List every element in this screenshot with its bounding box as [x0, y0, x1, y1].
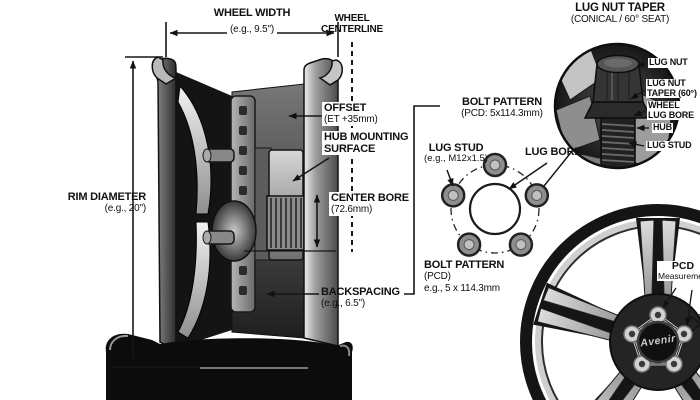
bolt-pattern-diagram [440, 152, 550, 257]
inset-zoom-leader-line [543, 149, 574, 187]
backspacing-example: (e.g., 6.5") [321, 298, 365, 309]
inset-lug-nut-label: LUG NUT [648, 57, 689, 68]
alloy-wheel-photo [520, 204, 700, 400]
inset-label-arrows [628, 61, 649, 148]
lug-stud-label: LUG STUD (e.g., M12x1.5) [410, 142, 502, 165]
hub-mounting-surface-label: HUB MOUNTING SURFACE [322, 131, 411, 155]
hub-center-bore [266, 195, 305, 251]
bolt-pattern-bottom-example: e.g., 5 x 114.3mm [424, 282, 500, 294]
offset-label: OFFSET (ET +35mm) [322, 102, 380, 126]
lug-nut-taper-subtitle: (CONICAL / 60° SEAT) [570, 14, 670, 25]
bolt-pattern-top-title: BOLT PATTERN [461, 96, 543, 108]
center-bore-label: CENTER BORE (72.6mm) [329, 192, 411, 216]
wheel-width-title: WHEEL WIDTH [213, 7, 291, 19]
lug-stud-title: LUG STUD [428, 142, 484, 154]
wheel-width-example: (e.g., 9.5") [227, 24, 277, 36]
rim-diameter-title: RIM DIAMETER [67, 191, 146, 203]
bolt-pattern-bottom-title: BOLT PATTERN [424, 259, 505, 271]
left-rim-flange [151, 56, 178, 85]
center-cap [636, 320, 680, 364]
center-bore-example: (72.6mm) [331, 204, 373, 215]
pcd-measurement-label: PCD Measurement [657, 261, 700, 281]
wheel-cross-section-illustration [105, 56, 353, 400]
lug-nut-taper-title: LUG NUT TAPER [575, 2, 665, 14]
offset-title: OFFSET [324, 102, 367, 114]
bolt-pattern-top-example: (PCD: 5x114.3mm) [461, 108, 543, 119]
pcd-measurement-arrows [662, 287, 700, 332]
pcd-measurement-subtitle: Measurement [658, 271, 700, 281]
center-bore-circle [468, 182, 522, 236]
bolt-pattern-top-label: BOLT PATTERN (PCD: 5x114.3mm) [427, 96, 577, 120]
lug-nut-taper-title-label: LUG NUT TAPER (CONICAL / 60° SEAT) [540, 2, 700, 26]
label-leader-arrows [244, 105, 440, 298]
inset-hub-label: HUB [652, 122, 673, 133]
backspacing-label: BACKSPACING (e.g., 6.5") [321, 286, 400, 310]
inset-wheel-lug-bore-label: WHEEL LUG BORE [647, 100, 695, 120]
pcd-circle [450, 164, 540, 254]
tire-cross-section [105, 333, 353, 400]
right-rim-flange [318, 59, 343, 86]
center-bore-title: CENTER BORE [331, 192, 409, 204]
inset-lug-stud-label: LUG STUD [646, 140, 693, 151]
cross-section-lug-studs [202, 148, 235, 245]
lug-stud-example: (e.g., M12x1.5) [424, 153, 488, 164]
bolt-pattern-bottom-pcd: (PCD) [424, 271, 451, 282]
bolt-pattern-bottom-label: BOLT PATTERN (PCD) e.g., 5 x 114.3mm [424, 259, 504, 294]
wheel-lug-holes [623, 306, 693, 373]
rim-diameter-example: (e.g., 20") [104, 203, 147, 214]
offset-example: (ET +35mm) [324, 114, 378, 125]
wheel-width-label: WHEEL WIDTH (e.g., 9.5") [182, 7, 322, 37]
lug-bore-label: LUG BORE [525, 146, 582, 158]
backspacing-boltpattern-bracket [404, 105, 440, 295]
pcd-measurement-title: PCD [671, 260, 695, 272]
rim-diameter-label: RIM DIAMETER (e.g., 20") [28, 191, 146, 215]
lug-stud-circles [440, 152, 550, 257]
wheel-centerline-label: WHEEL CENTERLINE [321, 13, 383, 35]
backspacing-title: BACKSPACING [321, 286, 400, 298]
inset-taper-label: LUG NUT TAPER (60°) [646, 78, 698, 98]
